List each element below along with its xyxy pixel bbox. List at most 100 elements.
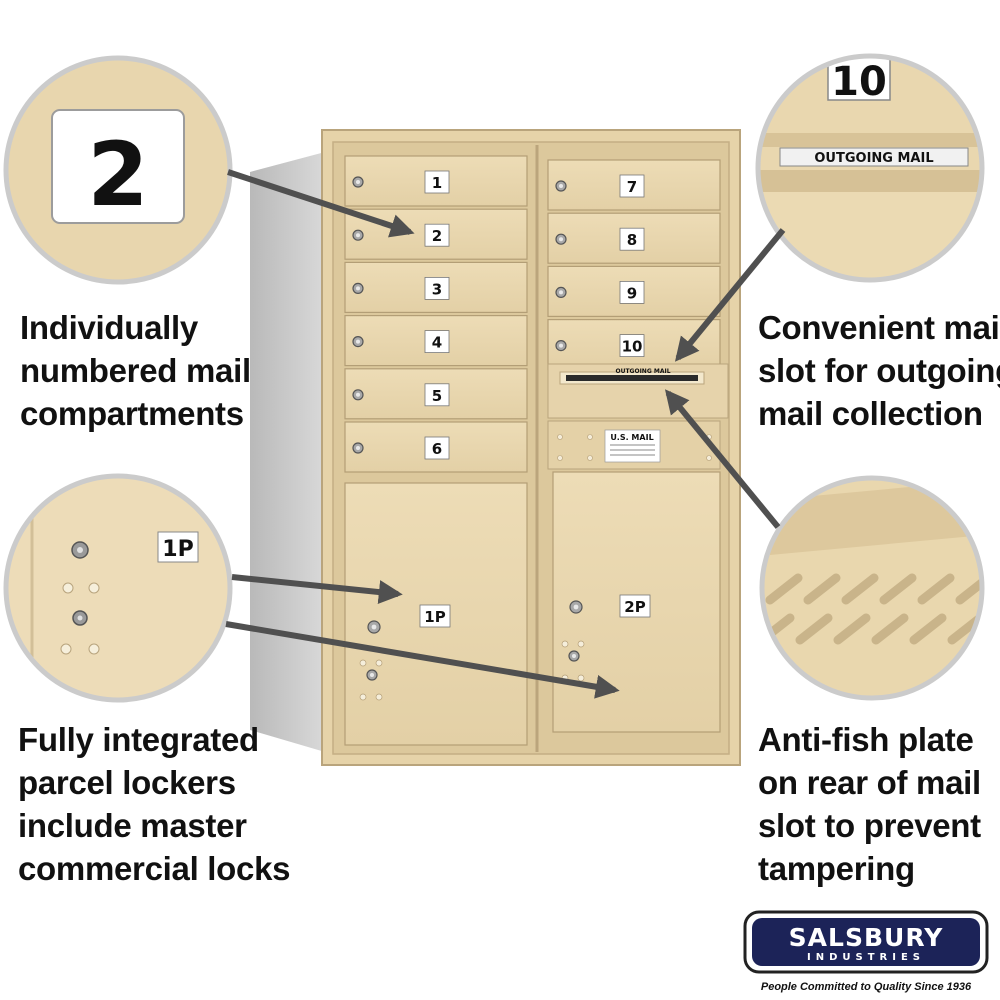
slot-label: OUTGOING MAIL	[615, 368, 670, 375]
caption-line: tampering	[758, 850, 915, 887]
callout-arrows	[225, 169, 786, 699]
lock-keyhole	[573, 604, 579, 610]
lock-keyhole	[572, 654, 576, 658]
lock-keyhole	[356, 180, 360, 184]
callout-anti-fish-plate	[759, 475, 985, 701]
lock-keyhole	[356, 233, 360, 238]
anti-fish-slot	[955, 573, 982, 605]
caption-line: on rear of mail	[758, 764, 981, 801]
caption-line: Fully integrated	[18, 721, 259, 758]
compartment-number-plate	[424, 436, 450, 460]
lock-keyhole	[371, 624, 377, 630]
compartment-number-plate	[424, 170, 450, 194]
caption-line: parcel lockers	[18, 764, 236, 801]
outgoing-label-text: OUTGOING MAIL	[814, 151, 933, 166]
compartment-number: 6	[432, 440, 442, 458]
anti-fish-slot	[879, 573, 917, 605]
compartment-number-plate	[619, 227, 645, 251]
compartment-number-plate	[424, 383, 450, 407]
caption-parcel-lockers: Fully integrated parcel lockers include …	[18, 718, 290, 890]
caption-line: slot for outgoing	[758, 352, 1000, 389]
anti-fish-slot	[833, 613, 871, 645]
callout-compartment-number: 2	[3, 55, 233, 285]
lock-keyhole	[559, 290, 563, 295]
lock-keyhole	[559, 184, 563, 188]
parcel-badge-value: 1P	[162, 537, 193, 562]
compartment-number: 2	[432, 227, 442, 245]
parcel-badge	[157, 531, 199, 563]
mail-compartment-door[interactable]	[344, 368, 528, 420]
caption-line: Anti-fish plate	[758, 721, 974, 758]
mounting-rivet	[561, 640, 569, 648]
compartment-number: 8	[627, 231, 637, 249]
us-mail-label: U.S. MAIL	[610, 433, 653, 442]
caption-line: include master	[18, 807, 247, 844]
outgoing-label-plate	[779, 147, 969, 167]
compartment-number-plate	[619, 280, 645, 304]
number-badge-large	[51, 109, 185, 224]
parcel-number-plate	[419, 604, 451, 628]
caption-line: numbered mail	[20, 352, 251, 389]
compartment-number: 7	[627, 178, 637, 196]
caption-line: Individually	[20, 309, 198, 346]
lock-keyhole	[356, 339, 360, 344]
lock-keyhole	[356, 392, 360, 397]
mounting-rivet	[375, 659, 383, 667]
number-badge-ten-value: 10	[831, 59, 887, 105]
caption-anti-fish: Anti-fish plate on rear of mail slot to …	[758, 718, 981, 890]
salsbury-logo: SALSBURY INDUSTRIES People Committed to …	[743, 910, 989, 993]
lock-keyhole	[559, 237, 563, 242]
caption-line: compartments	[20, 395, 244, 432]
mounting-rivet	[359, 693, 367, 701]
anti-fish-slot	[917, 573, 955, 605]
arrow-to-outgoing-slot	[674, 228, 786, 362]
arrow-to-master-lock	[225, 621, 620, 699]
parcel-locker-number: 1P	[424, 608, 445, 626]
caption-numbered-compartments: Individually numbered mail compartments	[20, 306, 251, 435]
outgoing-mail-slot: OUTGOING MAIL	[547, 363, 729, 419]
number-badge-ten	[827, 56, 891, 101]
anti-fish-slot	[803, 573, 841, 605]
mounting-rivet	[577, 674, 585, 682]
compartment-number: 10	[622, 338, 643, 356]
caption-outgoing-slot: Convenient mail slot for outgoing mail c…	[758, 306, 1000, 435]
lock-keyhole	[356, 446, 360, 450]
compartment-number: 3	[432, 280, 442, 298]
slot-opening	[566, 375, 698, 381]
logo-badge	[752, 918, 980, 966]
arrow-to-anti-fish	[664, 389, 781, 529]
compartment-number: 9	[627, 284, 637, 302]
number-badge-value: 2	[87, 123, 148, 226]
compartment-number: 1	[432, 174, 442, 192]
compartment-number-plate	[619, 174, 645, 198]
mounting-rivet	[359, 659, 367, 667]
anti-fish-slot	[871, 613, 909, 645]
us-mail-panel: U.S. MAIL	[547, 420, 721, 470]
parcel-number-plate	[619, 594, 651, 618]
compartment-number-plate	[424, 330, 450, 354]
caption-line: mail collection	[758, 395, 983, 432]
lock-keyhole	[356, 286, 360, 291]
caption-line: Convenient mail	[758, 309, 1000, 346]
us-mail-placard	[604, 429, 661, 463]
compartment-number-plate	[424, 223, 450, 247]
lock-keyhole	[559, 343, 563, 348]
caption-line: slot to prevent	[758, 807, 981, 844]
compartment-number-plate	[619, 334, 645, 358]
compartment-number: 5	[432, 387, 442, 405]
mailbox-unit: 1 2 3 4 5 6 7 8 9 10 1P 2P OUTGOING MAIL U.S. MAIL	[250, 129, 741, 766]
arrow-to-compartment	[227, 169, 415, 238]
lock-keyhole	[370, 673, 374, 677]
callout-parcel-locker: 1P	[3, 473, 233, 703]
anti-fish-slot	[909, 613, 947, 645]
caption-line: commercial locks	[18, 850, 291, 887]
mounting-rivet	[577, 640, 585, 648]
logo-tagline: People Committed to Quality Since 1936	[761, 981, 972, 993]
anti-fish-slot	[841, 573, 879, 605]
anti-fish-slot	[795, 613, 833, 645]
compartment-number: 4	[432, 334, 442, 352]
anti-fish-slot	[765, 573, 803, 605]
compartment-number-plate	[424, 276, 450, 300]
parcel-locker-number: 2P	[624, 598, 645, 616]
